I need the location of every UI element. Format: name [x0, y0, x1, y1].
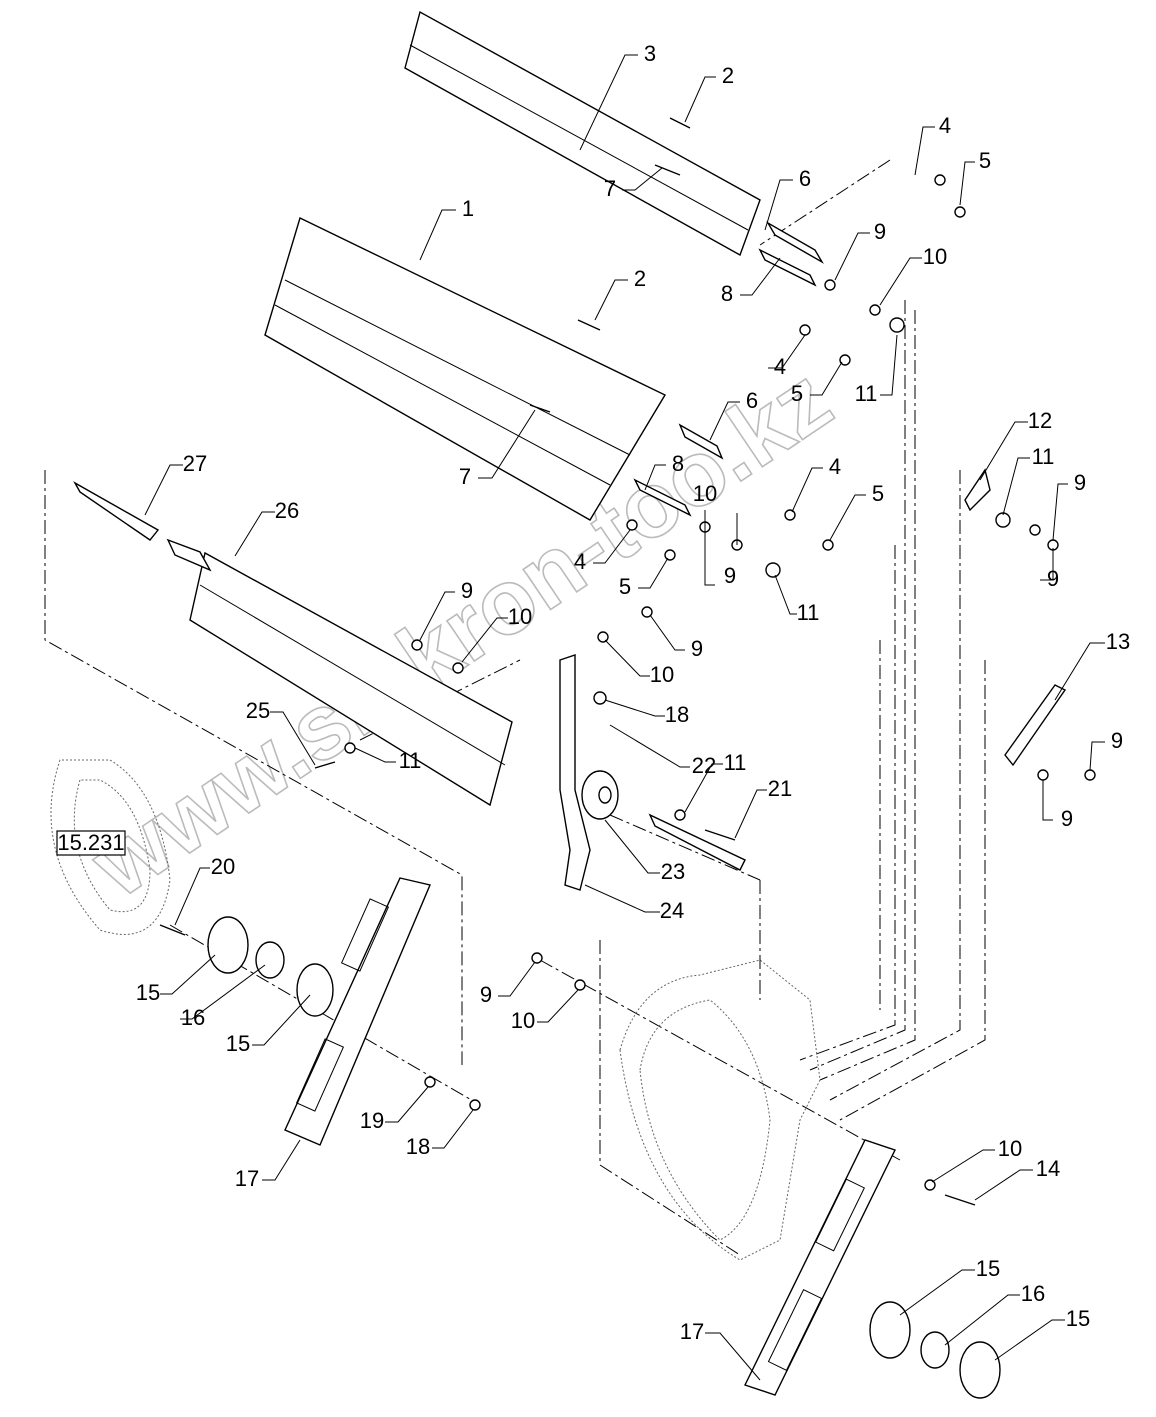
callout-label: 7: [604, 176, 616, 201]
part-23-hub: [581, 770, 619, 820]
callout-label: 17: [680, 1319, 704, 1344]
fan-housing-background: [50, 759, 821, 1261]
callout-label: 1: [462, 196, 474, 221]
callout-label: 15: [226, 1031, 250, 1056]
callout-label: 9: [1047, 566, 1059, 591]
fasteners: [159, 117, 1096, 1206]
callout-label: 11: [855, 381, 878, 406]
leader-lines: [144, 54, 1105, 1381]
callout-label: 16: [1021, 1281, 1045, 1306]
callout-label: 5: [791, 381, 803, 406]
callout-label: 12: [1028, 408, 1052, 433]
callout-label: 17: [235, 1166, 259, 1191]
callout-label: 2: [634, 266, 646, 291]
part-6-shafts: [633, 221, 824, 517]
part-24-bracket: [559, 654, 591, 891]
callout-label: 21: [768, 776, 792, 801]
callout-label: 9: [461, 578, 473, 603]
callout-label: 15: [976, 1256, 1000, 1281]
callout-label: 11: [399, 748, 422, 773]
callout-label: 5: [619, 574, 631, 599]
callout-label: 10: [693, 481, 717, 506]
part-21-roller: [648, 813, 746, 871]
callout-label: 3: [644, 41, 656, 66]
callout-label: 10: [650, 662, 674, 687]
callout-label: 19: [360, 1108, 384, 1133]
callout-label: 25: [246, 698, 270, 723]
callout-label: 4: [829, 454, 841, 479]
callout-label: 9: [480, 982, 492, 1007]
reference-box-15-231[interactable]: [56, 830, 126, 856]
callout-label: 7: [459, 464, 471, 489]
callout-label: 6: [746, 388, 758, 413]
callout-label: 9: [724, 563, 736, 588]
callout-label: 15: [1066, 1306, 1090, 1331]
part-13-plate: [1004, 684, 1067, 767]
callout-label: 2: [722, 63, 734, 88]
callout-label: 26: [275, 498, 299, 523]
callout-label: 20: [211, 854, 235, 879]
reference-label[interactable]: 15.231: [57, 830, 124, 855]
callout-label: 16: [181, 1005, 205, 1030]
callout-label: 6: [799, 166, 811, 191]
part-26-paddle: [189, 551, 513, 807]
callout-label: 9: [691, 636, 703, 661]
callout-label: 4: [774, 354, 786, 379]
part-1-paddle: [264, 217, 666, 521]
part-27-shaft: [73, 481, 212, 572]
callout-label: 11: [1032, 444, 1055, 469]
assembly-lines: [44, 159, 986, 1256]
callout-label: 9: [1111, 728, 1123, 753]
callout-label: 22: [692, 753, 716, 778]
callout-label: 10: [508, 604, 532, 629]
callout-label: 8: [672, 451, 684, 476]
callout-label: 14: [1036, 1156, 1060, 1181]
callout-label: 11: [724, 750, 747, 775]
callout-label: 10: [511, 1008, 535, 1033]
callout-label: 4: [574, 549, 586, 574]
callout-label: 13: [1106, 629, 1130, 654]
callout-label: 9: [1061, 806, 1073, 831]
callout-label: 11: [797, 600, 820, 625]
part-12-plate: [964, 468, 991, 512]
callout-label: 9: [874, 219, 886, 244]
part-3-upper-paddle: [404, 10, 761, 257]
bearings-and-flanges: [207, 916, 1001, 1399]
part-17-left-plate: [284, 877, 431, 1146]
callout-label: 10: [923, 244, 947, 269]
callout-label: 5: [979, 148, 991, 173]
callout-label: 27: [183, 451, 207, 476]
callout-label: 18: [406, 1134, 430, 1159]
callout-label: 8: [721, 281, 733, 306]
callout-label: 10: [998, 1136, 1022, 1161]
callout-label: 5: [872, 481, 884, 506]
callout-label: 23: [661, 859, 685, 884]
part-17-right-plate: [744, 1139, 896, 1396]
callout-label: 18: [665, 702, 689, 727]
callout-label: 9: [1074, 470, 1086, 495]
callout-label: 24: [660, 898, 684, 923]
callout-label: 15: [136, 980, 160, 1005]
callout-label: 4: [939, 113, 951, 138]
